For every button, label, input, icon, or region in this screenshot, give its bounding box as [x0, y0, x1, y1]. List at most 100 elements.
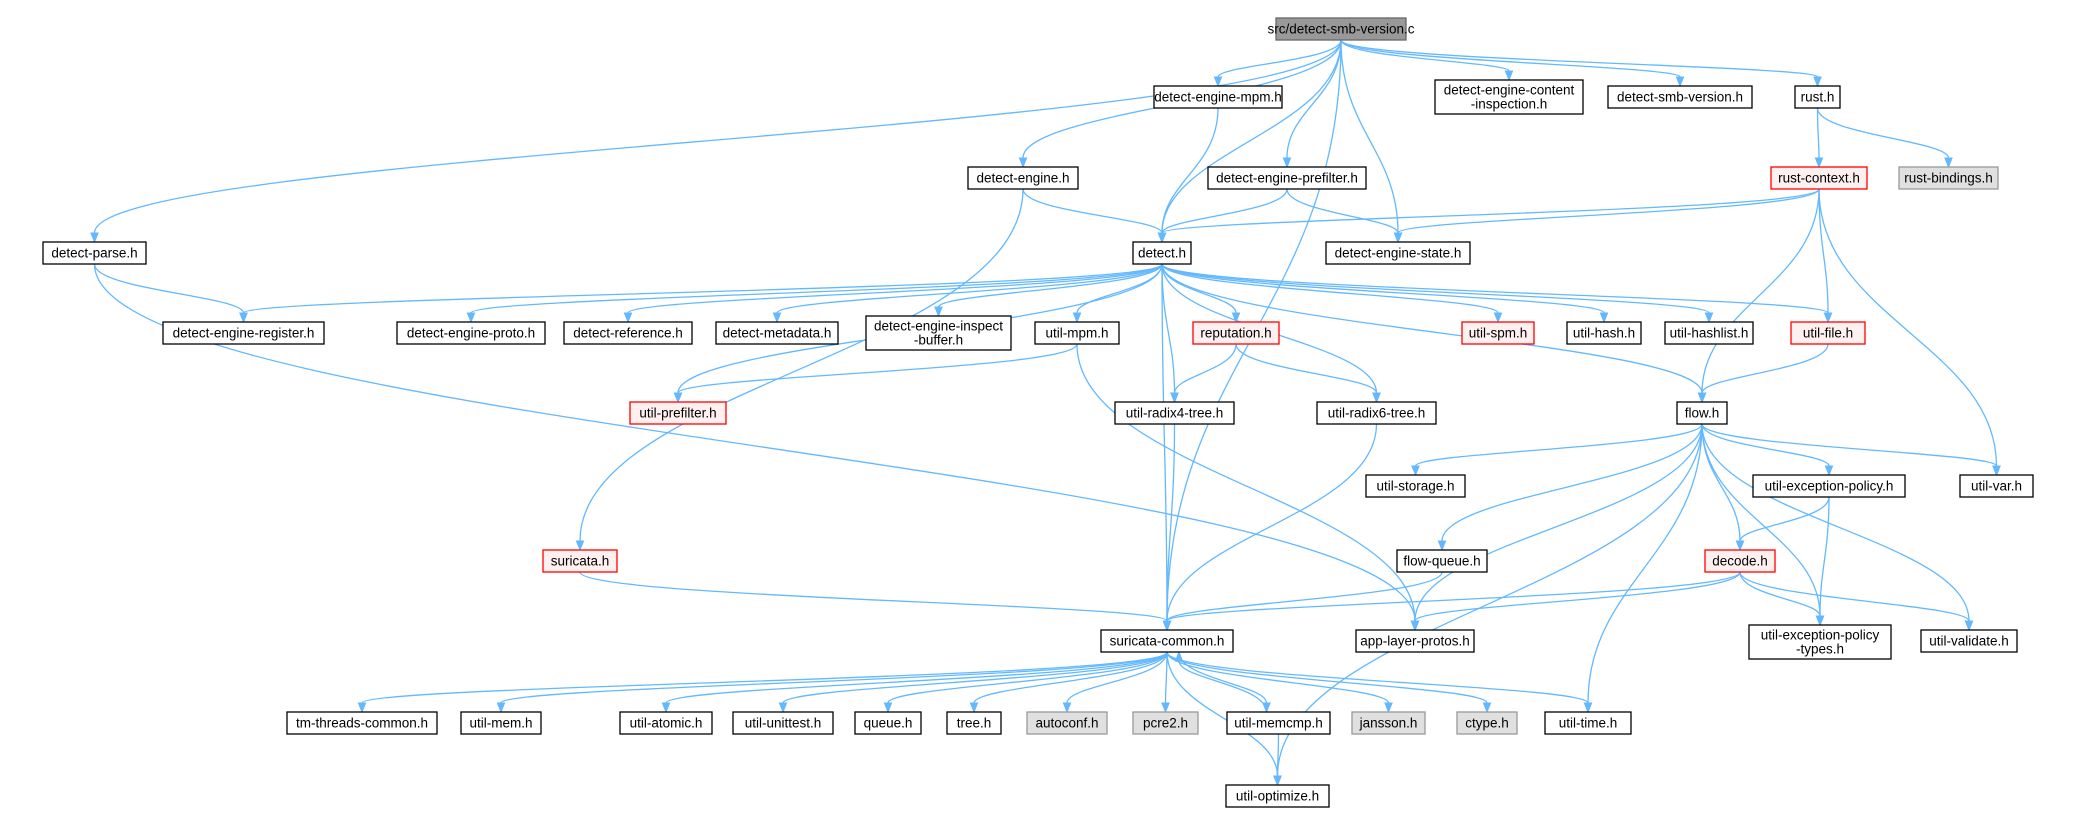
node-util-mem[interactable]: util-mem.h: [460, 711, 542, 735]
edge-line: [1701, 423, 1970, 622]
edge-line: [887, 651, 1168, 704]
node-flow-queue[interactable]: flow-queue.h: [1396, 549, 1488, 573]
node-util-hash[interactable]: util-hash.h: [1566, 321, 1642, 345]
node-util-time[interactable]: util-time.h: [1544, 711, 1632, 735]
node-util-file[interactable]: util-file.h: [1790, 321, 1866, 345]
edge-line: [579, 188, 1024, 542]
node-util-var[interactable]: util-var.h: [1959, 474, 2034, 498]
edge-line: [1161, 39, 1342, 234]
node-detect-engine-state[interactable]: detect-engine-state.h: [1325, 241, 1471, 265]
node-detect-smb-version-h[interactable]: detect-smb-version.h: [1607, 85, 1753, 109]
node-util-prefilter[interactable]: util-prefilter.h: [629, 401, 727, 425]
edge-arrowhead: [778, 702, 788, 714]
edge-line: [470, 263, 1163, 314]
edge-detect-engine-h-to-suricata-h: [575, 188, 1024, 552]
node-label: detect-metadata.h: [723, 326, 832, 341]
edge-line: [1166, 571, 1443, 622]
node-label: util-time.h: [1559, 716, 1618, 731]
node-detect-reference[interactable]: detect-reference.h: [563, 321, 693, 345]
node-box: [1275, 17, 1407, 41]
node-root[interactable]: src/detect-smb-version.c: [1267, 17, 1415, 41]
node-box: [1794, 85, 1841, 109]
node-queue-h[interactable]: queue.h: [854, 711, 922, 735]
node-detect-h[interactable]: detect.h: [1132, 241, 1192, 265]
edge-arrowhead: [1493, 312, 1503, 324]
edge-line: [1701, 423, 1821, 617]
node-util-memcmp[interactable]: util-memcmp.h: [1226, 711, 1331, 735]
node-autoconf[interactable]: autoconf.h: [1026, 711, 1108, 735]
node-ctype[interactable]: ctype.h: [1456, 711, 1518, 735]
node-box: [1898, 166, 1999, 190]
edge-arrowhead: [1157, 232, 1167, 244]
node-decode-h[interactable]: decode.h: [1704, 549, 1776, 573]
node-util-radix4[interactable]: util-radix4-tree.h: [1114, 401, 1235, 425]
node-box: [1752, 474, 1906, 498]
edge-util-memcmp-to-suricata-common: [1174, 650, 1268, 713]
node-suricata-h[interactable]: suricata.h: [542, 549, 618, 573]
node-detect-parse[interactable]: detect-parse.h: [42, 241, 147, 265]
node-rust-bindings[interactable]: rust-bindings.h: [1898, 166, 1999, 190]
edge-line: [1414, 571, 1741, 622]
edge-arrowhead: [623, 312, 633, 324]
edge-flow-h-to-util-var: [1701, 423, 2001, 477]
node-detect-engine-content-inspection[interactable]: detect-engine-content-inspection.h: [1434, 79, 1584, 115]
edge-line: [242, 263, 1163, 314]
node-util-spm[interactable]: util-spm.h: [1461, 321, 1535, 345]
node-pcre2[interactable]: pcre2.h: [1132, 711, 1199, 735]
edge-arrowhead: [1964, 620, 1974, 632]
node-detect-engine-register[interactable]: detect-engine-register.h: [162, 321, 325, 345]
node-box: [1566, 321, 1642, 345]
edge-arrowhead: [1410, 620, 1420, 632]
edge-line: [1701, 188, 1820, 394]
node-reputation[interactable]: reputation.h: [1192, 321, 1280, 345]
edge-arrowhead: [883, 702, 893, 714]
node-label: util-atomic.h: [630, 716, 703, 731]
node-tree-h[interactable]: tree.h: [946, 711, 1002, 735]
node-label: util-memcmp.h: [1234, 716, 1323, 731]
node-util-validate[interactable]: util-validate.h: [1920, 629, 2018, 653]
edge-arrowhead: [1384, 702, 1393, 714]
node-rust-context[interactable]: rust-context.h: [1770, 166, 1868, 190]
node-util-storage[interactable]: util-storage.h: [1365, 474, 1466, 498]
edge-line: [1397, 188, 1820, 234]
edge-arrowhead: [239, 312, 248, 324]
edge-arrowhead: [1282, 157, 1292, 169]
edge-arrowhead: [1072, 312, 1082, 324]
node-util-atomic[interactable]: util-atomic.h: [619, 711, 713, 735]
node-util-radix6[interactable]: util-radix6-tree.h: [1316, 401, 1437, 425]
node-label: queue.h: [864, 716, 913, 731]
node-box: [619, 711, 713, 735]
node-jansson[interactable]: jansson.h: [1351, 711, 1426, 735]
node-detect-metadata[interactable]: detect-metadata.h: [715, 321, 839, 345]
edge-line: [1161, 263, 1176, 394]
node-detect-engine-prefilter[interactable]: detect-engine-prefilter.h: [1207, 166, 1367, 190]
edge-flow-h-to-util-exception-policy-types: [1701, 423, 1825, 627]
node-util-mpm[interactable]: util-mpm.h: [1034, 321, 1120, 345]
node-box: [1351, 711, 1426, 735]
node-tm-threads-common[interactable]: tm-threads-common.h: [286, 711, 438, 735]
node-detect-engine-h[interactable]: detect-engine.h: [967, 166, 1079, 190]
node-util-optimize[interactable]: util-optimize.h: [1225, 784, 1330, 808]
node-suricata-common[interactable]: suricata-common.h: [1100, 629, 1234, 653]
node-detect-engine-inspect-buffer[interactable]: detect-engine-inspect-buffer.h: [865, 315, 1012, 351]
node-rust-h[interactable]: rust.h: [1794, 85, 1841, 109]
node-box: [1316, 401, 1437, 425]
node-util-exception-policy[interactable]: util-exception-policy.h: [1752, 474, 1906, 498]
edge-arrowhead: [1504, 70, 1514, 82]
node-util-unittest[interactable]: util-unittest.h: [732, 711, 834, 735]
edge-line: [1161, 263, 1499, 314]
edge-arrowhead: [969, 702, 979, 714]
node-util-hashlist[interactable]: util-hashlist.h: [1664, 321, 1754, 345]
node-label: detect-engine-register.h: [173, 326, 315, 341]
edge-detect-h-to-util-file: [1161, 263, 1833, 324]
node-box: [629, 401, 727, 425]
node-app-layer-protos[interactable]: app-layer-protos.h: [1355, 629, 1475, 653]
node-util-exception-policy-types[interactable]: util-exception-policy-types.h: [1748, 624, 1892, 660]
node-box: [854, 711, 922, 735]
edge-decode-h-to-util-exception-policy-types: [1739, 571, 1825, 627]
edge-suricata-common-to-util-unittest: [778, 651, 1168, 714]
node-flow-h[interactable]: flow.h: [1676, 401, 1728, 425]
node-box: [1034, 321, 1120, 345]
node-detect-engine-proto[interactable]: detect-engine-proto.h: [396, 321, 546, 345]
node-detect-engine-mpm[interactable]: detect-engine-mpm.h: [1153, 85, 1283, 109]
